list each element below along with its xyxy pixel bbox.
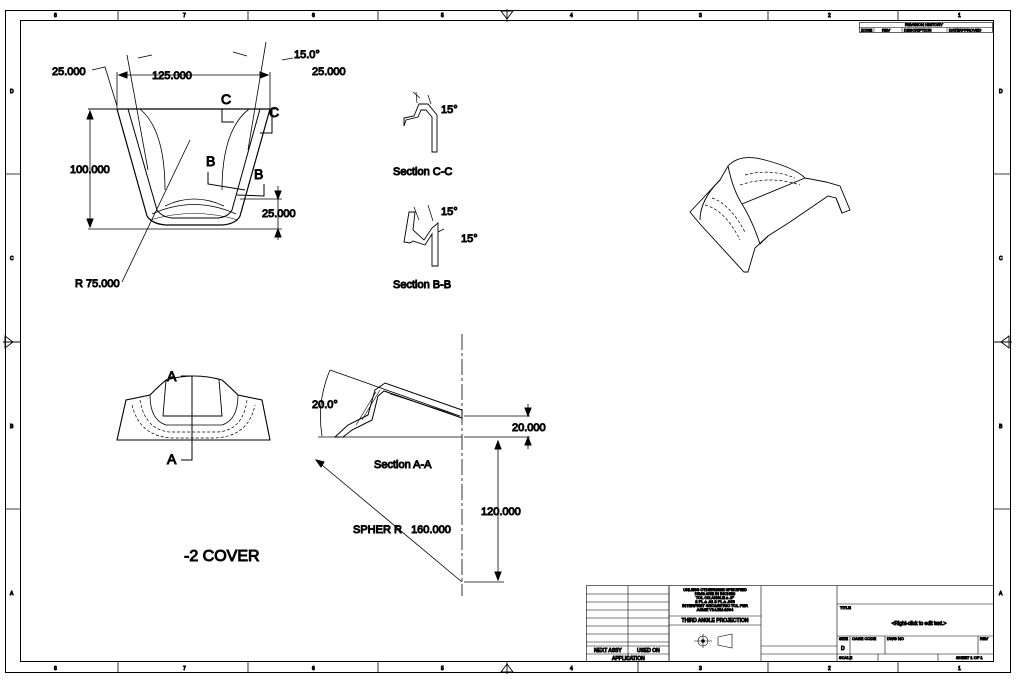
col-label: 7 <box>183 666 186 672</box>
col-label: 6 <box>312 13 315 19</box>
section-label-c: C <box>269 104 279 120</box>
dim-radius: R 75.000 <box>75 278 120 290</box>
tolerance-line: 2 PL ± .01 3 PL ± .005 <box>695 599 735 604</box>
row-label: B <box>999 424 1003 430</box>
scale-label: SCALE <box>839 655 852 660</box>
title-block-text: UNLESS OTHERWISE SPECIFIED DIMS ARE IN I… <box>594 587 990 663</box>
title-placeholder[interactable]: <Right-click to edit text.> <box>891 621 947 628</box>
section-label-a: A <box>167 368 177 384</box>
centering-mark-bottom <box>500 661 514 674</box>
tolerance-line: ASME Y14.5M-1994 <box>697 607 734 612</box>
revision-header: DATE <box>949 28 960 33</box>
row-label: D <box>999 89 1003 95</box>
top-view[interactable]: A A <box>116 368 271 468</box>
row-label: D <box>10 89 14 95</box>
row-label: A <box>999 591 1003 597</box>
tolerance-line: DIMS ARE IN INCHES <box>695 591 736 596</box>
dim-right-flange: 25.000 <box>312 66 346 78</box>
next-assy-label: NEXT ASSY <box>594 648 622 654</box>
revision-block[interactable]: REVISION HISTORY ZONE REV DESCRIPTION DA… <box>859 22 993 33</box>
col-label: 3 <box>699 666 702 672</box>
dim-top-width: 125.000 <box>152 70 192 82</box>
section-aa-title: Section A-A <box>374 459 432 471</box>
dim-wall-angle: 15.0° <box>294 49 320 61</box>
col-label: 5 <box>441 13 444 19</box>
row-label: C <box>999 256 1003 262</box>
sheet-border <box>3 9 1012 674</box>
section-cc-angle: 15° <box>441 104 458 116</box>
zone-labels: 8 7 6 5 4 3 2 1 8 7 6 5 4 3 2 1 D C B A … <box>10 13 1004 673</box>
revision-header: REV <box>882 28 891 33</box>
col-label: 2 <box>828 666 831 672</box>
section-aa-height: 120.000 <box>481 506 521 518</box>
tolerance-line: TOL ON ANGLE ± .5° <box>696 595 735 600</box>
col-label: 1 <box>958 13 961 19</box>
dim-base-thickness: 25.000 <box>262 208 296 220</box>
col-label: 2 <box>828 13 831 19</box>
section-aa-angle: 20.0° <box>312 399 338 411</box>
revision-header: ZONE <box>861 28 872 33</box>
section-bb-angle: 15° <box>441 206 458 218</box>
section-aa-view[interactable]: 20.0° 20.000 120.000 SPHER R 160.000 Sec… <box>312 334 546 596</box>
projection-label: THIRD ANGLE PROJECTION <box>682 618 749 624</box>
row-label: A <box>10 591 14 597</box>
size-label: SIZE <box>839 636 848 641</box>
tolerance-line: UNLESS OTHERWISE SPECIFIED <box>683 587 747 592</box>
section-bb-view[interactable]: 15° 15° Section B-B <box>393 204 478 292</box>
section-label-a: A <box>167 451 177 467</box>
front-view[interactable] <box>86 41 294 283</box>
rev-label: REV <box>980 636 989 641</box>
col-label: 5 <box>441 666 444 672</box>
centering-mark-top <box>500 9 514 22</box>
section-cc-view[interactable]: 15° Section C-C <box>393 91 458 179</box>
col-label: 3 <box>699 13 702 19</box>
title-label: TITLE <box>840 605 851 610</box>
isometric-view[interactable] <box>689 157 851 273</box>
section-aa-rise: 20.000 <box>512 422 546 434</box>
section-bb-angle: 15° <box>461 233 478 245</box>
centering-mark-left <box>3 335 20 349</box>
front-view-dimensions: 25.000 125.000 15.0° 25.000 100.000 25.0… <box>52 49 347 291</box>
dim-height: 100.000 <box>70 164 110 176</box>
section-label-b: B <box>206 153 215 169</box>
third-angle-projection-icon <box>694 633 733 649</box>
col-label: 8 <box>54 666 57 672</box>
sheet-label: SHEET 1 OF 1 <box>956 655 983 660</box>
col-label: 7 <box>183 13 186 19</box>
used-on-label: USED ON <box>637 648 660 654</box>
revision-header: DESCRIPTION <box>904 28 931 33</box>
section-label-b: B <box>254 166 263 182</box>
application-label: APPLICATION <box>612 656 645 662</box>
col-label: 6 <box>312 666 315 672</box>
dim-flange-width: 25.000 <box>52 66 86 78</box>
section-cc-title: Section C-C <box>393 166 452 178</box>
col-label: 4 <box>570 13 573 19</box>
centering-mark-right <box>994 335 1012 349</box>
col-label: 4 <box>570 666 573 672</box>
revision-header: APPROVED <box>959 28 981 33</box>
dwg-no-label: DWG NO <box>887 636 904 641</box>
section-label-c: C <box>221 91 231 107</box>
cage-code-label: CAGE CODE <box>852 636 876 641</box>
size-value: D <box>841 646 845 652</box>
col-label: 8 <box>54 13 57 19</box>
col-label: 1 <box>958 666 961 672</box>
row-label: C <box>10 256 14 262</box>
section-bb-title: Section B-B <box>393 279 451 291</box>
title-block[interactable] <box>586 585 994 663</box>
section-aa-sphere-radius: SPHER R 160.000 <box>353 524 451 536</box>
revision-title: REVISION HISTORY <box>905 22 943 27</box>
tolerance-line: INTERPRET GEOMETRIC TOL PER <box>682 603 748 608</box>
row-label: B <box>10 424 14 430</box>
part-name: -2 COVER <box>184 548 260 565</box>
